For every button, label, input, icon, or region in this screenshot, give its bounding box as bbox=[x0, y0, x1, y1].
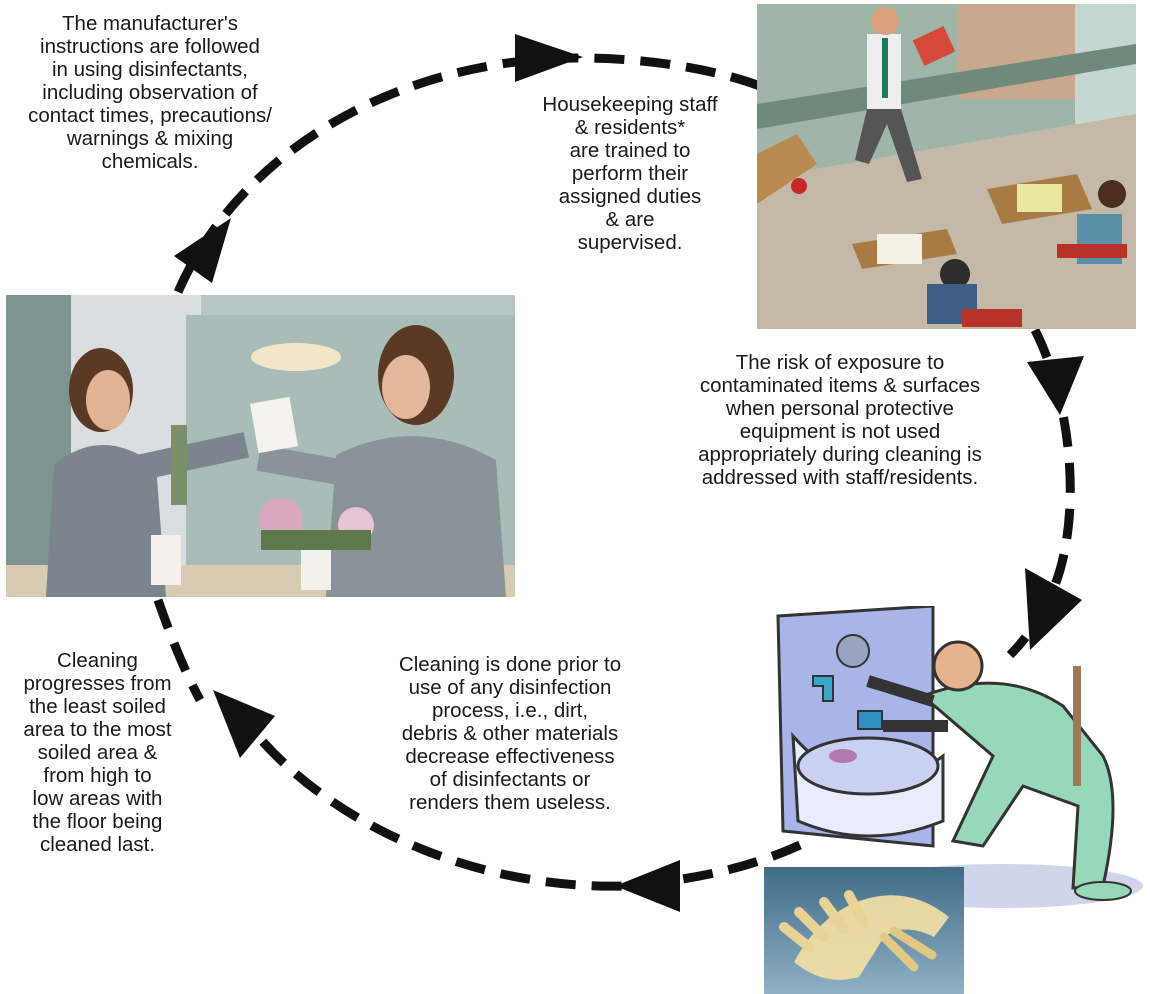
step-cleaning-progression: Cleaning progresses from the least soile… bbox=[23, 649, 172, 856]
arrowhead-bottom bbox=[615, 860, 680, 912]
arrowhead-right-upper bbox=[1027, 356, 1084, 415]
arrowhead-bottom-left bbox=[213, 690, 275, 758]
arrowhead-right-lower bbox=[1025, 568, 1082, 650]
step-manufacturer-instructions: The manufacturer's instructions are foll… bbox=[28, 12, 272, 173]
step-exposure-risk: The risk of exposure to contaminated ite… bbox=[698, 351, 982, 489]
cycle-arc-bottom bbox=[241, 717, 802, 891]
step-cleaning-before-disinfection: Cleaning is done prior to use of any dis… bbox=[398, 653, 622, 814]
arrowhead-top bbox=[515, 34, 583, 82]
mirror-cleaning-photo bbox=[6, 295, 515, 597]
arrowhead-top-left bbox=[174, 218, 231, 283]
classroom-illustration bbox=[757, 4, 1136, 329]
cycle-arc-top bbox=[173, 53, 767, 294]
gloves-photo bbox=[764, 867, 964, 994]
step-housekeeping-training: Housekeeping staff & residents* are trai… bbox=[542, 93, 718, 254]
cycle-arc-left bbox=[153, 598, 204, 703]
